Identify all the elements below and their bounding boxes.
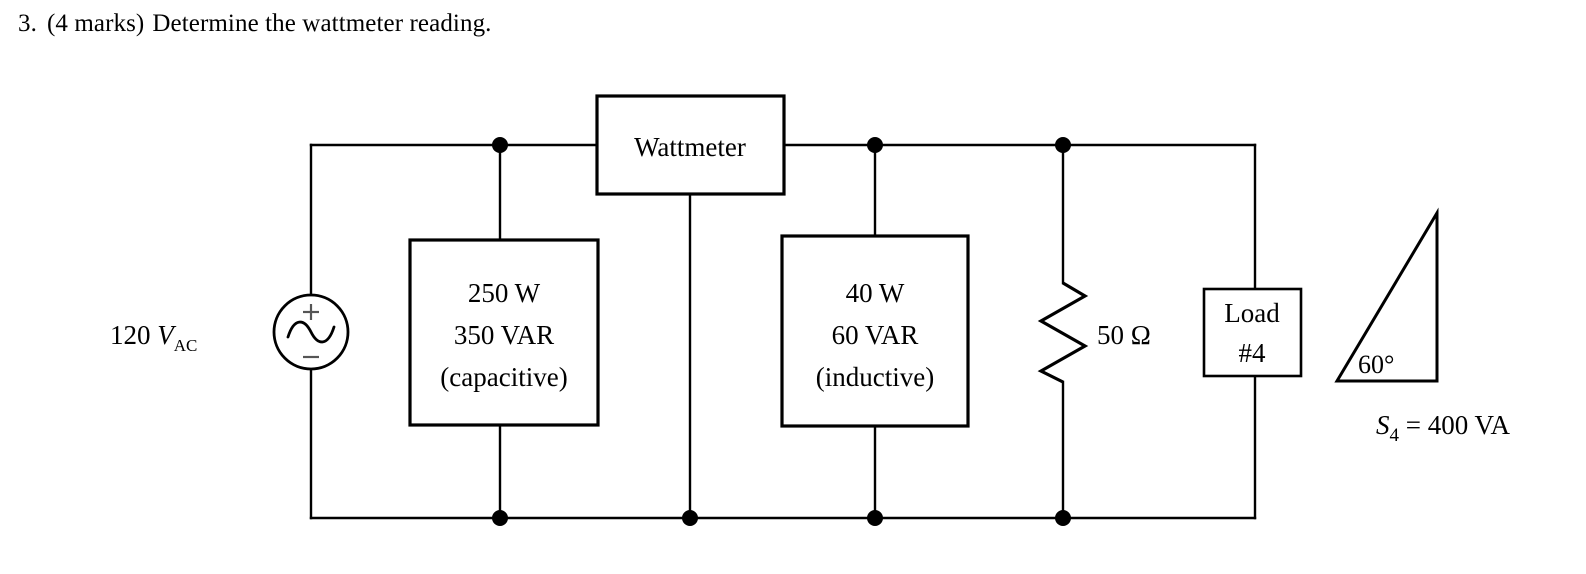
resistor-label: 50 Ω <box>1097 320 1151 350</box>
load2-box <box>780 234 970 428</box>
load4-line1: Load <box>1224 298 1280 328</box>
load4-line2: #4 <box>1239 338 1267 368</box>
source-label-symbol: V <box>157 320 177 350</box>
junction-dot-top-resistor <box>1055 137 1071 153</box>
apparent-power-equals: = <box>1406 410 1421 440</box>
junction-dot-bottom-branch1 <box>492 510 508 526</box>
power-triangle: 60° S4 = 400 VA <box>1334 207 1511 446</box>
junction-dot-bottom-resistor <box>1055 510 1071 526</box>
source-label-value: 120 <box>110 320 151 350</box>
junction-dot-top-branch1 <box>492 137 508 153</box>
load2-line2: 60 VAR <box>832 320 919 350</box>
apparent-power-subscript: 4 <box>1389 425 1399 446</box>
load1-line1: 250 W <box>468 278 541 308</box>
sine-wave-icon <box>286 320 336 344</box>
resistor-label-unit: Ω <box>1131 320 1151 350</box>
junction-dot-bottom-wattmeter <box>682 510 698 526</box>
load2-line3: (inductive) <box>816 362 934 392</box>
wattmeter-box <box>595 94 786 196</box>
wattmeter-block: Wattmeter <box>595 94 786 196</box>
load2-block: 40 W 60 VAR (inductive) <box>780 234 970 428</box>
apparent-power-value: 400 VA <box>1428 410 1511 440</box>
source-label: 120 VAC <box>110 320 197 355</box>
junction-dot-top-branch2 <box>867 137 883 153</box>
load1-line2: 350 VAR <box>454 320 554 350</box>
question-text: Determine the wattmeter reading. <box>152 10 492 37</box>
source-label-subscript: AC <box>174 336 198 355</box>
load2-line1: 40 W <box>846 278 905 308</box>
question-number: 3. <box>18 10 37 37</box>
load1-block: 250 W 350 VAR (capacitive) <box>408 238 600 427</box>
load1-box <box>408 238 600 427</box>
load4-block: Load #4 <box>1202 287 1303 378</box>
power-triangle-shape <box>1334 207 1439 383</box>
load1-line3: (capacitive) <box>440 362 567 392</box>
apparent-power-label: S4 = 400 VA <box>1376 410 1511 446</box>
resistor-block: 50 Ω <box>1037 281 1151 384</box>
question-marks: (4 marks) <box>46 10 145 37</box>
wattmeter-label: Wattmeter <box>634 132 746 162</box>
load4-box <box>1202 287 1303 378</box>
resistor-label-value: 50 <box>1097 320 1124 350</box>
junction-dots <box>492 137 1071 526</box>
junction-dot-bottom-branch2 <box>867 510 883 526</box>
ac-voltage-source <box>272 293 350 371</box>
resistor-zigzag-icon <box>1037 281 1089 384</box>
apparent-power-symbol: S <box>1376 410 1390 440</box>
question-statement: 3. (4 marks) Determine the wattmeter readi… <box>18 10 492 38</box>
circuit-wires <box>309 143 1257 520</box>
triangle-angle-label: 60° <box>1358 350 1394 379</box>
